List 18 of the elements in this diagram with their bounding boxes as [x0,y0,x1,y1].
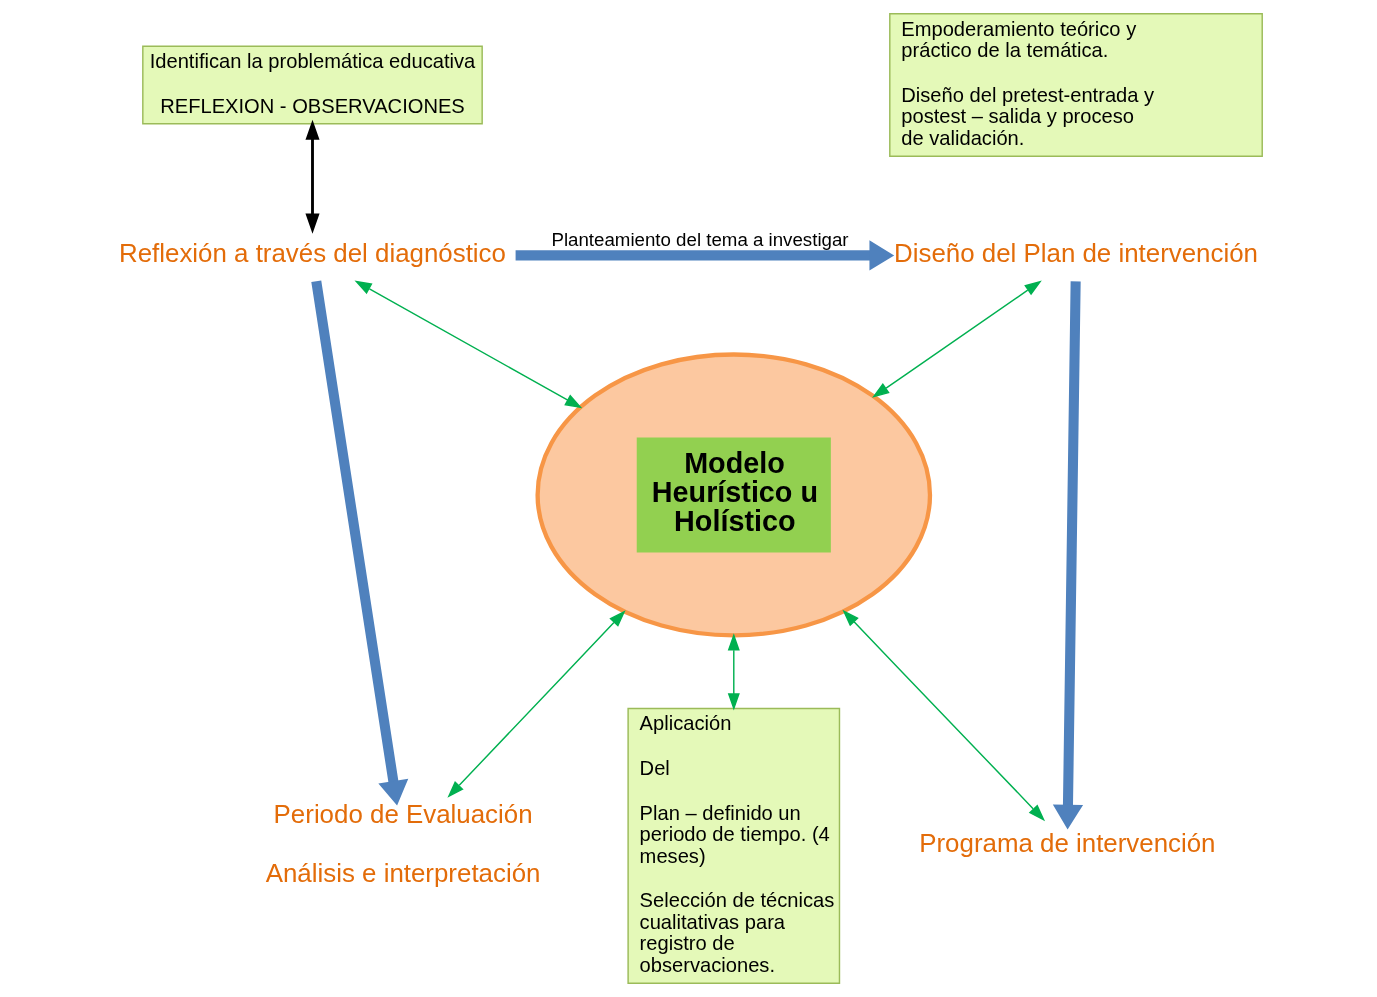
node-text: Programa de intervención [919,829,1216,858]
arrow [727,633,740,711]
arrow [354,280,583,409]
arrow [515,240,895,271]
node-text: Periodo de Evaluación Análisis e interpretación [265,799,541,887]
arrow [305,119,320,234]
node-box: Empoderamiento teórico y práctico de la temática. Diseño del pretest-entrada y postest – salida y proceso de validación. [889,13,1263,157]
arrow [842,609,1046,822]
arrow [311,280,409,806]
node-text: Diseño del Plan de intervención [894,238,1258,267]
arrow [872,280,1042,398]
edge-label: Planteamiento del tema a investigar [551,228,849,250]
arrow [1052,281,1084,830]
node-box: Identifican la problemática educativa REFLEXION - OBSERVACIONES [142,45,483,125]
arrow [447,610,626,798]
node-text: Reflexión a través del diagnóstico [119,238,506,267]
node-box: Aplicación Del Plan – definido un periodo de tiempo. (4 meses) Selección de técnicas cualitativas para registro de observaciones. [627,707,841,984]
node-ellipse: Modelo Heurístico u Holístico [535,352,933,638]
